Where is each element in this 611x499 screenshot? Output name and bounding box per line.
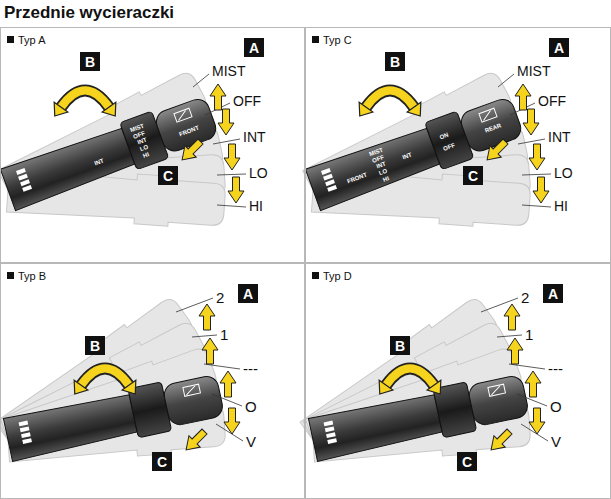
position-label: 1 xyxy=(525,327,533,342)
panel-heading-text: Typ B xyxy=(18,270,46,282)
callout-letter: B xyxy=(90,339,100,353)
position-label: LO xyxy=(249,166,268,180)
position-label: LO xyxy=(554,166,573,180)
position-label: 1 xyxy=(220,327,228,342)
position-label: INT xyxy=(243,130,266,144)
position-label: 2 xyxy=(521,290,529,305)
panel-frame: Typ A A B C xyxy=(0,27,305,263)
callout-letter: C xyxy=(468,169,478,183)
callout-box: C xyxy=(463,166,483,185)
panel-heading-text: Typ C xyxy=(323,34,352,46)
callout-letter: B xyxy=(390,55,400,69)
type-d-art xyxy=(298,292,548,465)
position-label: MIST xyxy=(212,64,245,78)
position-label: V xyxy=(246,434,256,449)
callout-box: C xyxy=(457,452,477,471)
callout-box: B xyxy=(80,52,100,71)
position-label: --- xyxy=(243,361,258,376)
bullet-square xyxy=(312,36,319,43)
panel-heading-text: Typ D xyxy=(323,270,352,282)
position-label: MIST xyxy=(517,64,550,78)
callout-box: A xyxy=(238,284,258,303)
panel-heading: Typ A xyxy=(7,34,46,46)
bullet-square xyxy=(7,272,14,279)
panel-frame: Typ B A B C xyxy=(0,263,305,499)
panel-frame: Typ D A B C xyxy=(305,263,611,499)
callout-letter: A xyxy=(249,41,259,55)
stalk-marking: HI xyxy=(382,175,390,183)
callout-box: C xyxy=(158,166,178,185)
diagram-title: Przednie wycieraczki xyxy=(4,4,174,23)
panel-heading-text: Typ A xyxy=(18,34,46,46)
panel-heading: Typ B xyxy=(7,270,46,282)
position-label: INT xyxy=(548,130,571,144)
position-label: HI xyxy=(249,199,263,213)
callout-letter: C xyxy=(163,169,173,183)
callout-letter: C xyxy=(157,455,167,469)
position-label: O xyxy=(245,399,257,414)
position-label: 2 xyxy=(216,290,224,305)
callout-letter: B xyxy=(85,55,95,69)
position-label: OFF xyxy=(233,94,261,108)
type-c-art xyxy=(301,66,551,230)
callout-letter: A xyxy=(548,287,558,301)
callout-box: B xyxy=(85,336,105,355)
callout-letter: A xyxy=(554,41,564,55)
panel-heading: Typ D xyxy=(312,270,352,282)
callout-letter: B xyxy=(395,339,405,353)
callout-letter: A xyxy=(243,287,253,301)
bullet-square xyxy=(7,36,14,43)
callout-letter: C xyxy=(462,455,472,469)
panel-frame: Typ C A B C xyxy=(305,27,611,263)
callout-box: C xyxy=(152,452,172,471)
type-a-art xyxy=(0,66,246,230)
bullet-square xyxy=(312,272,319,279)
position-label: --- xyxy=(548,361,563,376)
type-b-art xyxy=(0,292,243,465)
callout-box: A xyxy=(543,284,563,303)
callout-box: A xyxy=(244,38,264,57)
position-label: V xyxy=(551,434,561,449)
position-label: OFF xyxy=(538,94,566,108)
panel-heading: Typ C xyxy=(312,34,352,46)
position-label: HI xyxy=(554,199,568,213)
callout-box: A xyxy=(549,38,569,57)
callout-box: B xyxy=(385,52,405,71)
position-label: O xyxy=(550,399,562,414)
callout-box: B xyxy=(390,336,410,355)
